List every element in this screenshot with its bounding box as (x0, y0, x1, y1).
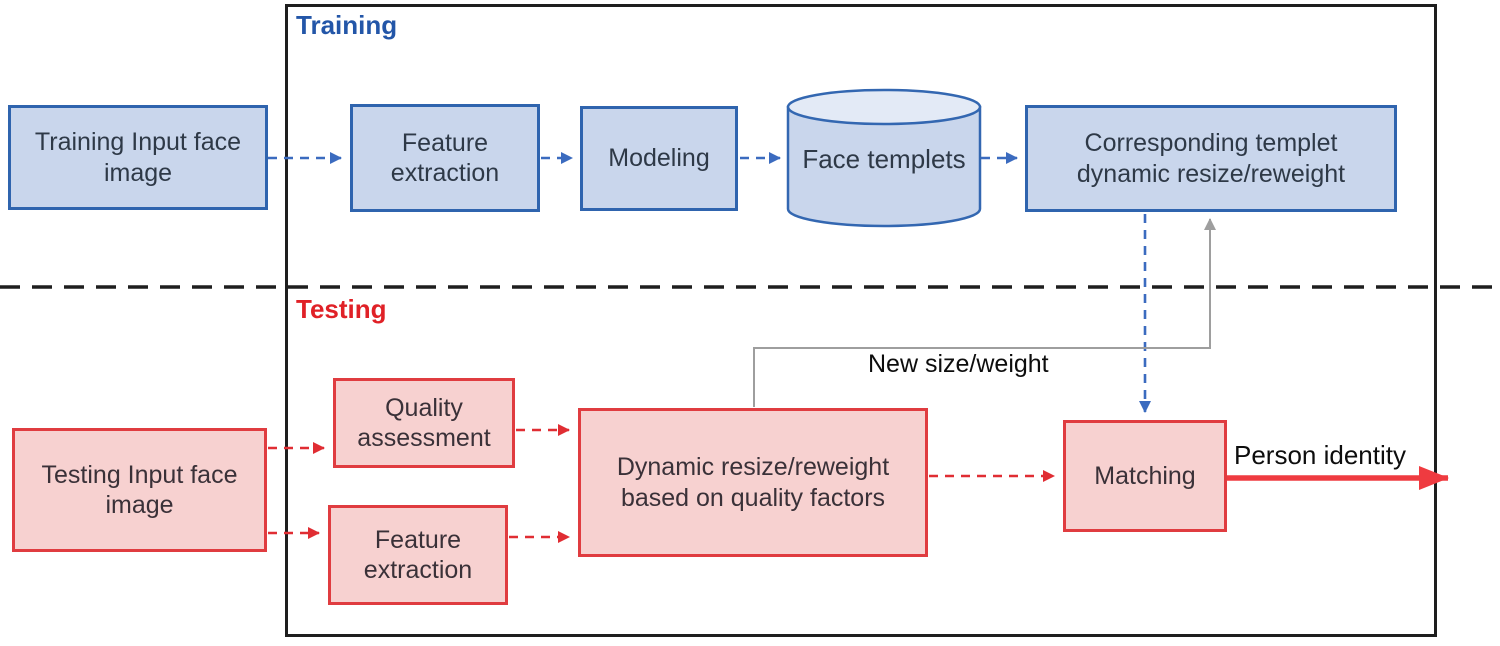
node-modeling: Modeling (580, 106, 738, 211)
node-training-input-label: Training Input face image (34, 128, 242, 187)
node-testing-input-label: Testing Input face image (41, 460, 238, 520)
node-testing-feature-extraction-label: Feature extraction (363, 525, 473, 585)
node-dynamic-resize-label: Dynamic resize/reweight based on quality… (616, 453, 890, 512)
pipeline-frame (285, 4, 1437, 637)
node-corresponding-template: Corresponding templet dynamic resize/rew… (1025, 105, 1397, 212)
new-size-weight-label: New size/weight (868, 350, 1049, 378)
node-matching: Matching (1063, 420, 1227, 532)
node-training-feature-extraction-label: Feature extraction (390, 128, 500, 188)
node-quality-assessment-label: Quality assessment (357, 393, 491, 453)
node-face-templates-label: Face templets (802, 144, 966, 174)
node-testing-feature-extraction: Feature extraction (328, 505, 508, 605)
node-quality-assessment: Quality assessment (333, 378, 515, 468)
node-training-feature-extraction: Feature extraction (350, 104, 540, 212)
testing-section-label: Testing (296, 294, 387, 324)
node-testing-input: Testing Input face image (12, 428, 267, 552)
new-size-weight-feedback-line (753, 218, 1216, 407)
node-modeling-label: Modeling (608, 144, 710, 173)
node-face-templates: Face templets (792, 112, 976, 207)
node-matching-label: Matching (1094, 461, 1196, 490)
node-corresponding-template-label: Corresponding templet dynamic resize/rew… (1076, 129, 1346, 188)
person-identity-label: Person identity (1234, 440, 1406, 470)
node-dynamic-resize: Dynamic resize/reweight based on quality… (578, 408, 928, 557)
node-training-input: Training Input face image (8, 105, 268, 210)
face-templates-cylinder (786, 88, 982, 228)
training-section-label: Training (296, 10, 398, 40)
